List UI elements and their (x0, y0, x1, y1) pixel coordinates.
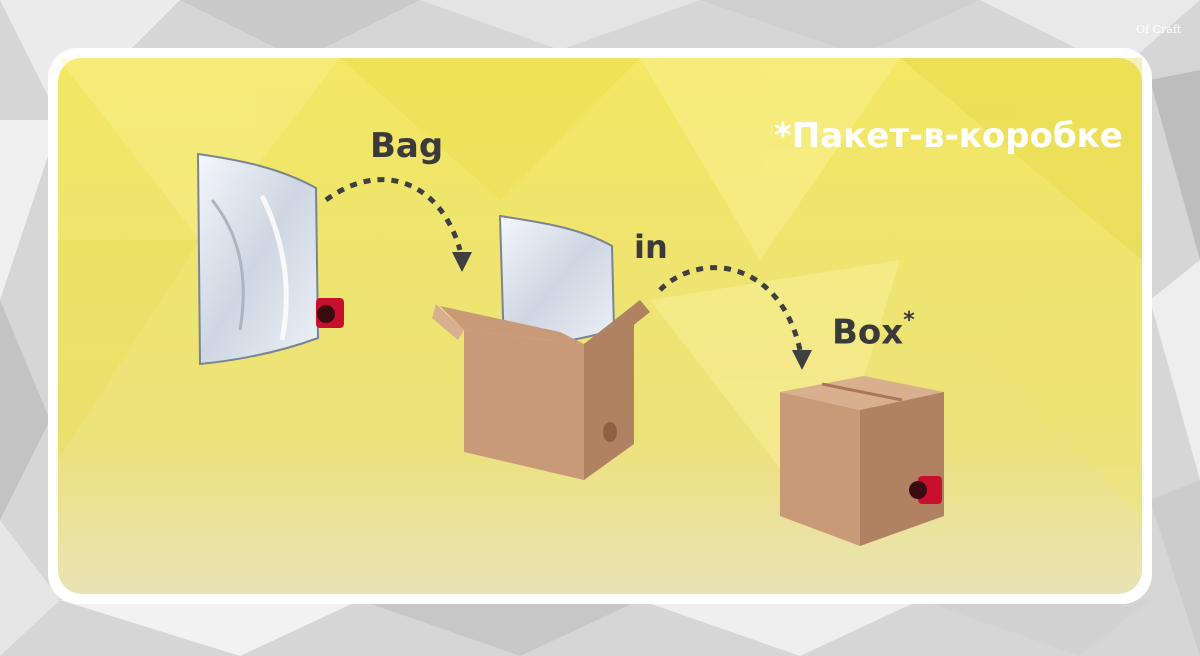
closed-box-with-tap-icon (780, 376, 944, 546)
open-box-with-bag-icon (432, 214, 650, 480)
arrow-heads (452, 252, 812, 370)
label-box-text: Box (832, 312, 904, 353)
filled-bag-icon (196, 152, 344, 366)
caption-translation: *Пакет-в-коробке (774, 116, 1123, 156)
label-in: in (634, 228, 668, 266)
dotted-arrow-icon (324, 177, 803, 351)
label-box-asterisk: * (903, 308, 915, 333)
label-bag: Bag (370, 126, 444, 166)
label-box: Box* (832, 308, 915, 353)
watermark-logo: Of Craft (1136, 23, 1182, 36)
